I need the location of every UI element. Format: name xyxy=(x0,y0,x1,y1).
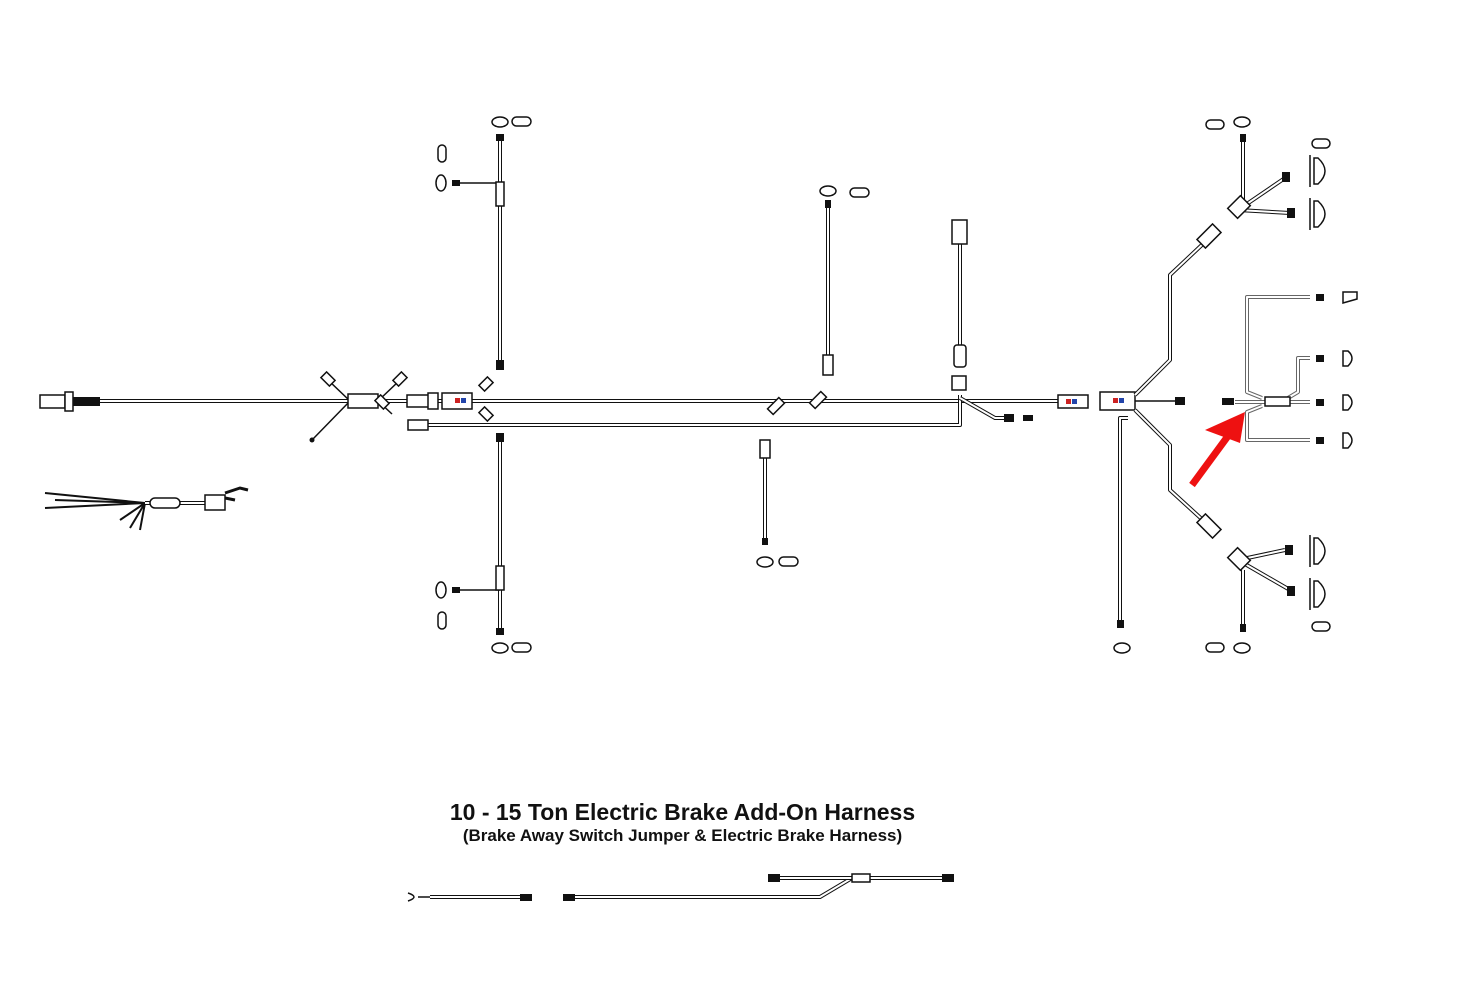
marker-light-branch-top-left xyxy=(435,116,532,370)
left-junction xyxy=(309,370,409,443)
main-trunk-wire xyxy=(95,395,1060,427)
red-arrow-indicator xyxy=(1189,412,1245,488)
brake-controller-connector-branch xyxy=(951,219,968,368)
loose-pigtail-harness xyxy=(44,486,249,531)
marker-light-branch-bottom-left xyxy=(435,433,532,654)
trunk-connectors xyxy=(406,375,1136,431)
diagram-title: 10 - 15 Ton Electric Brake Add-On Harnes… xyxy=(449,799,916,825)
brake-away-switch-jumper xyxy=(407,892,532,902)
seven-way-plug xyxy=(39,391,100,412)
marker-light-sub-harness xyxy=(1222,291,1358,449)
electric-brake-harness xyxy=(563,873,954,901)
center-marker-branch xyxy=(756,185,870,568)
diagram-subtitle: (Brake Away Switch Jumper & Electric Bra… xyxy=(462,826,903,845)
right-harness xyxy=(1113,116,1331,654)
